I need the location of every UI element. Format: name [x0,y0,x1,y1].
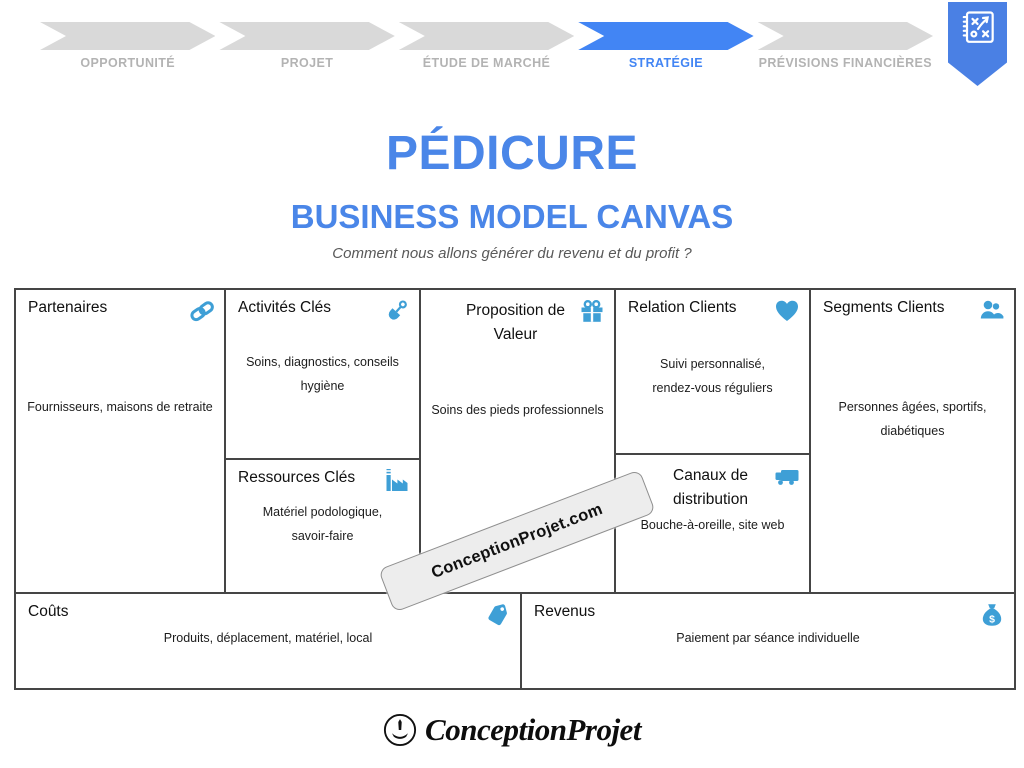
panel-body: Produits, déplacement, matériel, local [163,631,373,645]
chevron-step-opportunite [40,22,215,50]
panel-body: Matériel podologique, savoir-faire [262,505,383,543]
panel-segments-clients: Segments Clients Personnes âgées, sporti… [809,288,1016,594]
tag-icon [488,604,507,626]
panel-title: Relation Clients [628,299,737,316]
brand-name: ConceptionProjet [425,712,641,747]
panel-title: Canaux de distribution [673,467,748,509]
page-subtitle: BUSINESS MODEL CANVAS [290,198,734,235]
panel-body: Fournisseurs, maisons de retraite [27,400,213,414]
svg-text:$: $ [989,614,995,626]
hand-rocket-logo-icon [383,713,417,747]
panel-title: Coûts [28,603,69,620]
step-label-opportunite: OPPORTUNITÉ [80,56,176,70]
panel-title: Partenaires [28,299,108,316]
heart-icon [776,300,798,321]
business-model-canvas: Partenaires Fournisseurs, maisons de ret… [14,288,1016,690]
factory-icon [386,469,408,491]
panel-title: Ressources Clés [238,469,356,486]
step-label-previsions-financieres: PRÉVISIONS FINANCIÈRES [758,56,933,70]
panel-body: Soins des pieds professionnels [431,403,604,417]
step-label-strategie: STRATÉGIE [628,56,704,70]
panel-body: Suivi personnalisé, rendez-vous régulier… [652,357,773,395]
process-step-labels: OPPORTUNITÉ PROJET ÉTUDE DE MARCHÉ STRAT… [40,56,933,70]
panel-couts: Coûts Produits, déplacement, matériel, l… [14,592,522,690]
link-icon [190,301,214,322]
shovel-icon [388,300,407,320]
step-label-projet: PROJET [280,56,334,70]
chevron-step-projet [219,22,394,50]
chevron-step-previsions-financieres [758,22,933,50]
moneybag-icon: $ [982,604,1002,626]
panel-title: Revenus [534,603,596,620]
panel-title: Segments Clients [823,299,945,316]
truck-icon [775,470,799,485]
chevron-step-etude-de-marche [399,22,574,50]
panel-body: Soins, diagnostics, conseils hygiène [246,355,399,393]
panel-body: Paiement par séance individuelle [676,631,860,645]
panel-relation-clients: Relation Clients Suivi personnalisé, ren… [614,288,811,455]
panel-canaux-de-distribution: Canaux de distribution Bouche-à-oreille,… [614,453,811,594]
panel-partenaires: Partenaires Fournisseurs, maisons de ret… [14,288,226,594]
users-icon [980,300,1004,319]
panel-body: Bouche-à-oreille, site web [640,518,785,532]
gift-icon [581,299,603,322]
step-label-etude-de-marche: ÉTUDE DE MARCHÉ [422,56,551,70]
chevron-step-strategie-active [578,22,753,50]
page-tagline: Comment nous allons générer du revenu et… [332,245,692,262]
panel-body: Personnes âgées, sportifs, diabétiques [838,400,987,438]
page-title: PÉDICURE [385,127,639,180]
strategy-playbook-icon [962,11,994,43]
panel-title: Proposition de Valeur [465,302,566,344]
strategy-ribbon-badge [948,2,1007,86]
panel-revenus: Revenus $ Paiement par séance individuel… [520,592,1016,690]
panel-title: Activités Clés [238,299,332,316]
process-bar [40,22,933,50]
panel-activites-cles: Activités Clés Soins, diagnostics, conse… [224,288,421,460]
footer-brand: ConceptionProjet [0,712,1024,748]
